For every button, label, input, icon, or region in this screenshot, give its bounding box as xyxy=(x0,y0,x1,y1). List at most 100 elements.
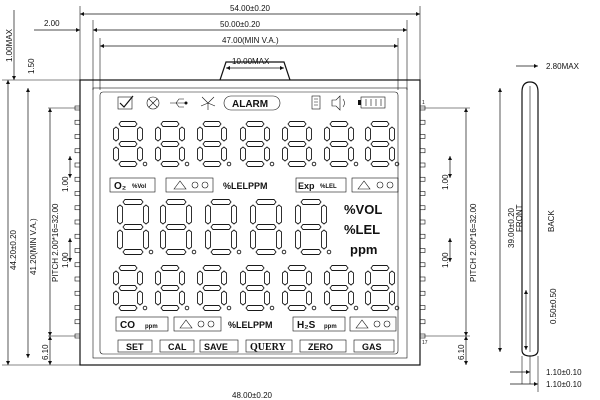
unit-h2s: H₂S xyxy=(297,320,316,331)
unit-o2: O₂ xyxy=(114,181,126,192)
right-dimensions: PITCH 2.00*16=32.00 1.00 1.00 6.10 xyxy=(420,107,478,365)
seven-segment-digit xyxy=(282,265,317,311)
pin xyxy=(74,276,81,282)
seven-segment-digit xyxy=(117,199,154,255)
side-view: 39.00±0.20 FRONT BACK 2.80MAX 0.50±0.50 … xyxy=(497,62,582,392)
dim-tail-width: 10.00MAX xyxy=(232,57,270,66)
key-query: QUERY xyxy=(250,342,287,353)
pin xyxy=(419,191,426,196)
seven-segment-digit xyxy=(250,199,287,255)
pin xyxy=(419,148,426,154)
pin xyxy=(74,134,81,139)
pin xyxy=(74,305,81,310)
digit-row-1 xyxy=(113,121,400,167)
pin xyxy=(74,162,81,168)
dim-overall-width: 54.00±0.20 xyxy=(230,4,271,13)
function-key-row: SET CAL SAVE QUERY ZERO GAS xyxy=(117,339,395,353)
seven-segment-digit xyxy=(324,121,359,167)
pin-mark-17: 17 xyxy=(422,340,428,346)
dim-top-max: 1.00MAX xyxy=(5,28,14,62)
unit-vol: %VOL xyxy=(344,202,382,217)
pin xyxy=(74,219,81,225)
usb-icon xyxy=(170,98,188,108)
dim-bottom-width: 48.00±0.20 xyxy=(232,391,273,400)
dim-pin-gap-right-top: 1.00 xyxy=(441,174,450,190)
unit-lel-ppm-1: %LELPPM xyxy=(223,181,268,191)
seven-segment-digit xyxy=(240,121,275,167)
dim-bottom-right: 6.10 xyxy=(457,344,466,360)
dim-pin-gap-right-mid: 1.00 xyxy=(441,252,450,268)
battery-icon xyxy=(358,96,386,109)
dim-pitch-left: PITCH 2.00*16=32.00 xyxy=(51,203,60,282)
unit-column: %VOL %LEL ppm xyxy=(344,202,382,257)
dim-top-offset: 1.50 xyxy=(27,58,36,74)
pin xyxy=(419,205,426,211)
pin xyxy=(74,248,81,253)
seven-segment-digit xyxy=(155,121,190,167)
pin xyxy=(74,233,81,239)
speaker-icon xyxy=(331,95,345,111)
pin xyxy=(74,319,81,325)
seven-segment-digit xyxy=(160,199,197,255)
pin xyxy=(74,333,81,339)
top-dimensions: 54.00±0.20 50.00±0.20 47.00(MIN V.A.) 2.… xyxy=(34,4,421,90)
seven-segment-digit xyxy=(113,265,148,311)
unit-h2s-ppm: ppm xyxy=(324,324,337,330)
key-zero: ZERO xyxy=(308,342,333,352)
left-dimensions: 44.20±0.20 41.20(MIN V.A.) 1.00MAX 1.50 … xyxy=(2,10,80,366)
dim-side-thickness: 2.80MAX xyxy=(546,62,580,71)
bell-icon xyxy=(173,180,209,190)
pin xyxy=(74,119,81,125)
right-pin-row xyxy=(419,105,426,339)
pin xyxy=(419,290,426,296)
unit-o2-vol: %Vol xyxy=(132,184,147,190)
dim-side-height: 39.00±0.20 xyxy=(507,207,516,248)
pin-mark-1: 1 xyxy=(422,100,425,106)
label-back: BACK xyxy=(547,210,556,232)
unit-ppm: ppm xyxy=(350,242,377,257)
digit-row-2 xyxy=(117,199,332,255)
lcd-glass: 1 17 xyxy=(74,79,428,366)
dim-pitch-right: PITCH 2.00*16=32.00 xyxy=(469,203,478,282)
pin xyxy=(74,191,81,196)
pin xyxy=(74,105,81,111)
pump-icon xyxy=(357,180,394,190)
dim-overall-height: 44.20±0.20 xyxy=(9,229,18,270)
alarm-label: ALARM xyxy=(232,99,268,110)
dim-pin-gap-left-top: 1.00 xyxy=(61,176,70,192)
unit-exp-lel: %LEL xyxy=(320,184,337,190)
seven-segment-digit xyxy=(282,121,317,167)
unit-band-1: O₂ %Vol %LELPPM Exp %LEL xyxy=(109,177,399,193)
dim-side-pin-w2: 1.10±0.10 xyxy=(546,380,582,389)
seven-segment-digit xyxy=(113,121,148,167)
phone-icon xyxy=(311,95,321,110)
pin xyxy=(419,319,426,325)
dim-side-pin-w1: 1.10±0.10 xyxy=(546,368,582,377)
seven-segment-digit xyxy=(365,121,400,167)
dim-va-width: 47.00(MIN V.A.) xyxy=(222,36,279,45)
unit-band-2: CO ppm %LELPPM H₂S ppm xyxy=(115,316,397,332)
pin xyxy=(419,219,426,225)
key-set: SET xyxy=(126,342,144,352)
pin xyxy=(74,290,81,296)
dim-bottom-left: 6.10 xyxy=(41,344,50,360)
pin xyxy=(74,205,81,211)
pin xyxy=(419,176,426,182)
dim-pin-gap-left-mid: 1.00 xyxy=(61,252,70,268)
unit-exp: Exp xyxy=(298,181,315,191)
unit-co: CO xyxy=(120,320,135,331)
unit-lel-ppm-2: %LELPPM xyxy=(228,320,273,330)
seven-segment-digit xyxy=(240,265,275,311)
seven-segment-digit xyxy=(295,199,332,255)
key-cal: CAL xyxy=(168,342,187,352)
pin xyxy=(419,119,426,125)
fan-off-icon xyxy=(146,96,160,110)
pin xyxy=(74,262,81,268)
pin xyxy=(419,134,426,139)
pin xyxy=(419,248,426,253)
key-save: SAVE xyxy=(204,342,228,352)
dim-left-offset: 2.00 xyxy=(44,19,60,28)
pin xyxy=(419,305,426,310)
dim-va-height: 41.20(MIN V.A.) xyxy=(29,218,38,275)
